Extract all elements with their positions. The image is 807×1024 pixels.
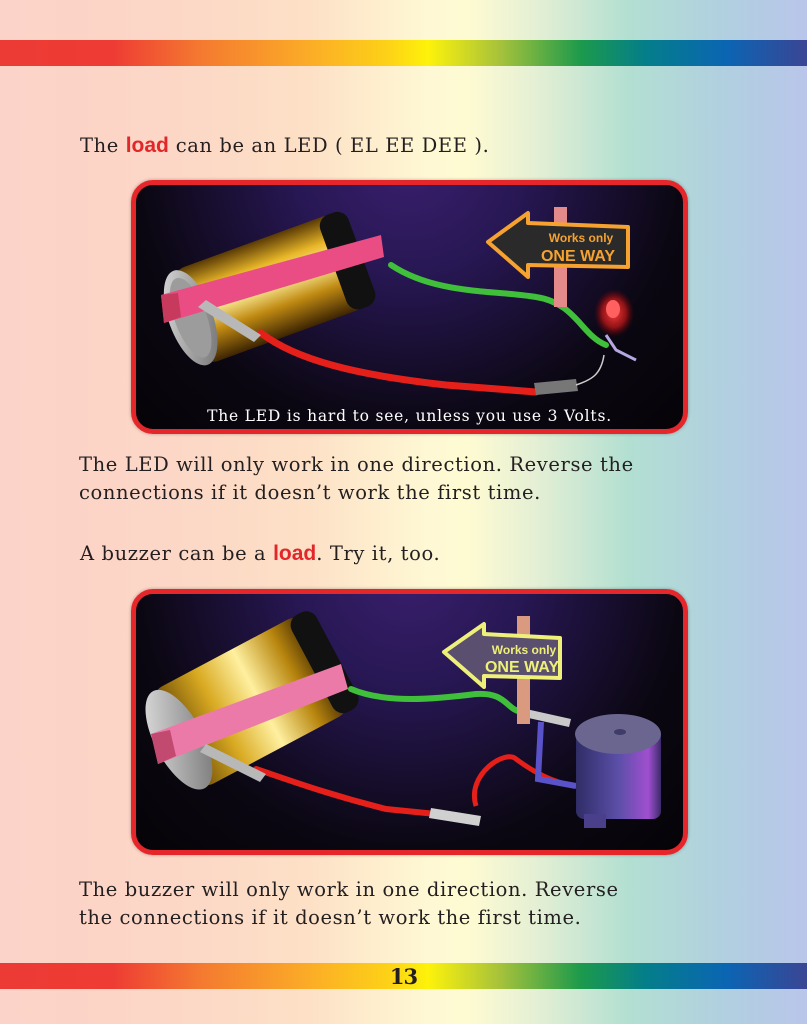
buzzer-intro-suffix: . Try it, too. — [316, 542, 441, 565]
alligator-clip-icon — [429, 808, 481, 826]
buzzer-note-line-1: The buzzer will only work in one directi… — [79, 878, 619, 901]
one-way-sign-icon: Works only ONE WAY — [442, 622, 562, 689]
led-note-line-1: The LED will only work in one direction.… — [79, 453, 634, 476]
intro-prefix: The — [80, 134, 126, 157]
svg-text:ONE WAY: ONE WAY — [485, 659, 559, 676]
rubber-band-icon — [161, 235, 384, 323]
rainbow-footer-bar — [0, 963, 807, 989]
red-wire-icon — [257, 329, 540, 396]
buzzer-note: The buzzer will only work in one directi… — [79, 876, 619, 932]
red-wire-icon — [253, 766, 439, 817]
led-panel-caption: The LED is hard to see, unless you use 3… — [207, 407, 612, 425]
buzzer-icon — [575, 714, 661, 828]
keyword-load: load — [125, 134, 169, 157]
page-number: 13 — [389, 964, 418, 989]
buzzer-circuit-illustration: Works only ONE WAY — [131, 589, 688, 855]
led-note: The LED will only work in one direction.… — [79, 451, 634, 507]
alligator-clip-icon — [534, 379, 578, 395]
buzzer-intro-sentence: A buzzer can be a load. Try it, too. — [80, 540, 440, 568]
green-wire-icon — [348, 686, 524, 715]
intro-sentence: The load can be an LED ( EL EE DEE ). — [80, 132, 489, 160]
svg-text:Works only: Works only — [549, 231, 614, 245]
green-wire-icon — [388, 262, 609, 348]
led-note-line-2: connections if it doesn’t work the first… — [79, 481, 541, 504]
rainbow-header-bar — [0, 40, 807, 66]
buzzer-note-line-2: the connections if it doesn’t work the f… — [79, 906, 582, 929]
buzzer-intro-prefix: A buzzer can be a — [80, 542, 274, 565]
intro-suffix: can be an LED ( EL EE DEE ). — [168, 134, 490, 157]
one-way-sign-icon: Works only ONE WAY — [486, 211, 630, 279]
rubber-band-icon — [151, 664, 348, 764]
svg-text:Works only: Works only — [492, 643, 557, 657]
led-circuit-illustration: Works only ONE WAY The LED is hard to se… — [131, 180, 688, 434]
svg-text:ONE WAY: ONE WAY — [541, 248, 615, 265]
keyword-load: load — [273, 542, 317, 565]
